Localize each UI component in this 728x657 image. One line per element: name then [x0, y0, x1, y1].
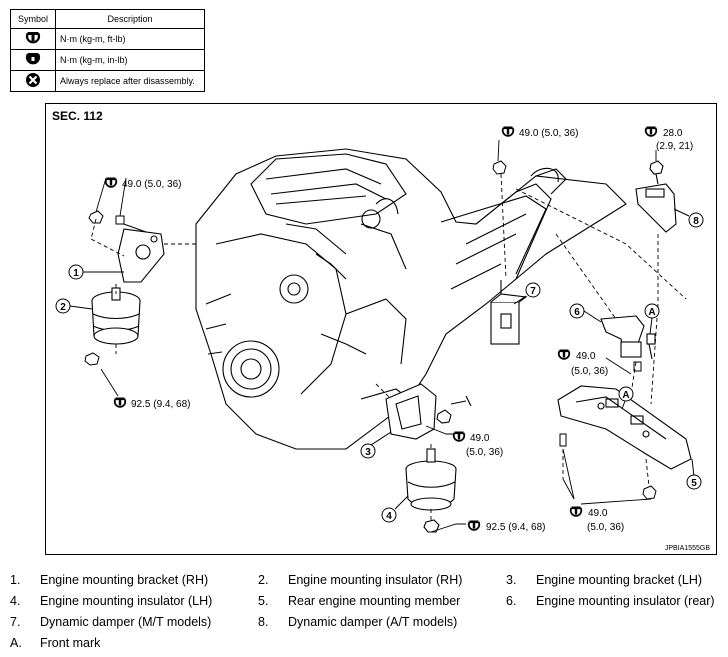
front-mark-callout: A [644, 303, 660, 335]
legend-header-description: Description [55, 9, 205, 29]
torque-value: 92.5 (9.4, 68) [486, 522, 545, 533]
torque-value: 92.5 (9.4, 68) [131, 399, 190, 410]
engine-mounting-bracket-rh-drawing [117, 228, 165, 283]
callout-7: 7 [513, 282, 541, 305]
bolts-bracket-rh [88, 210, 147, 233]
legend-row: N·m (kg-m, ft-lb) [10, 28, 205, 50]
torque-wrench-small-icon [25, 53, 41, 65]
torque-value: 49.0 [470, 433, 490, 444]
torque-wrench-icon [557, 349, 571, 360]
callout-4: 4 [381, 495, 409, 523]
torque-wrench-icon [501, 126, 515, 137]
rear-engine-mounting-member-drawing [557, 385, 692, 470]
torque-value: 49.0 [576, 351, 596, 362]
torque-wrench-icon [104, 177, 118, 188]
svg-text:6: 6 [574, 307, 580, 318]
nut-insulator-rh [84, 352, 100, 366]
torque-value: 49.0 (5.0, 36) [519, 128, 578, 139]
svg-text:8: 8 [693, 216, 699, 227]
bolts-rear-member [559, 361, 657, 500]
torque-value: 49.0 (5.0, 36) [122, 179, 181, 190]
nut-upper-rear [492, 160, 507, 175]
engine-mounting-insulator-rear-drawing [600, 315, 656, 360]
torque-wrench-icon [452, 431, 466, 442]
torque-wrench-icon [113, 397, 127, 408]
torque-value: (5.0, 36) [571, 366, 608, 377]
engine-mounting-insulator-lh-drawing [405, 448, 457, 533]
legend-header-row: Symbol Description [10, 9, 205, 29]
torque-value: 49.0 [588, 508, 608, 519]
dashed-guide-lines [90, 173, 687, 522]
torque-callouts: 49.0 (5.0, 36) 49.0 (5.0, 36) 28.0 (2.9,… [104, 126, 693, 533]
figure-code: JPBIA1555GB [665, 545, 710, 552]
transmission-drawing [475, 167, 627, 280]
legend-description: N·m (kg-m, in-lb) [55, 49, 205, 71]
section-label: SEC. 112 [52, 109, 103, 123]
svg-text:A: A [648, 307, 655, 318]
legend-description: Always replace after disassembly. [55, 70, 205, 92]
callout-3: 3 [360, 431, 392, 459]
callout-2: 2 [55, 298, 93, 314]
svg-text:7: 7 [530, 286, 536, 297]
svg-text:2: 2 [60, 302, 66, 313]
callout-1: 1 [68, 264, 124, 280]
callout-5: 5 [686, 458, 702, 490]
always-replace-icon [26, 73, 40, 87]
torque-wrench-icon [467, 520, 481, 531]
svg-text:5: 5 [691, 478, 697, 489]
torque-value: (2.9, 21) [656, 141, 693, 152]
torque-wrench-icon [569, 506, 583, 517]
engine-mounting-insulator-rh-drawing [91, 287, 141, 345]
engine-mounting-diagram: SEC. 112 [45, 103, 717, 555]
svg-text:A: A [622, 390, 629, 401]
part-callouts: 1 2 3 4 5 6 7 [55, 208, 704, 523]
legend-header-symbol: Symbol [10, 9, 56, 29]
torque-wrench-icon [644, 126, 658, 137]
legend-row: N·m (kg-m, in-lb) [10, 49, 205, 71]
torque-wrench-icon [25, 32, 41, 44]
diagram-canvas: SEC. 112 [52, 109, 710, 552]
callout-8: 8 [673, 208, 704, 228]
engine-mounting-bracket-lh-drawing [385, 383, 472, 440]
dynamic-damper-mt-drawing [490, 280, 528, 345]
callout-6: 6 [569, 303, 602, 323]
torque-value: (5.0, 36) [466, 447, 503, 458]
legend-row: Always replace after disassembly. [10, 70, 205, 92]
front-mark-callout: A [618, 386, 634, 410]
symbol-legend-table: Symbol Description N·m (kg-m, ft-lb) N·m… [10, 9, 205, 92]
leader-lines [95, 139, 657, 533]
svg-text:3: 3 [365, 447, 371, 458]
dynamic-damper-at-drawing [635, 160, 677, 233]
legend-description: N·m (kg-m, ft-lb) [55, 28, 205, 50]
svg-text:4: 4 [386, 511, 392, 522]
svg-text:1: 1 [73, 268, 79, 279]
torque-value: 28.0 [663, 128, 683, 139]
torque-value: (5.0, 36) [587, 522, 624, 533]
